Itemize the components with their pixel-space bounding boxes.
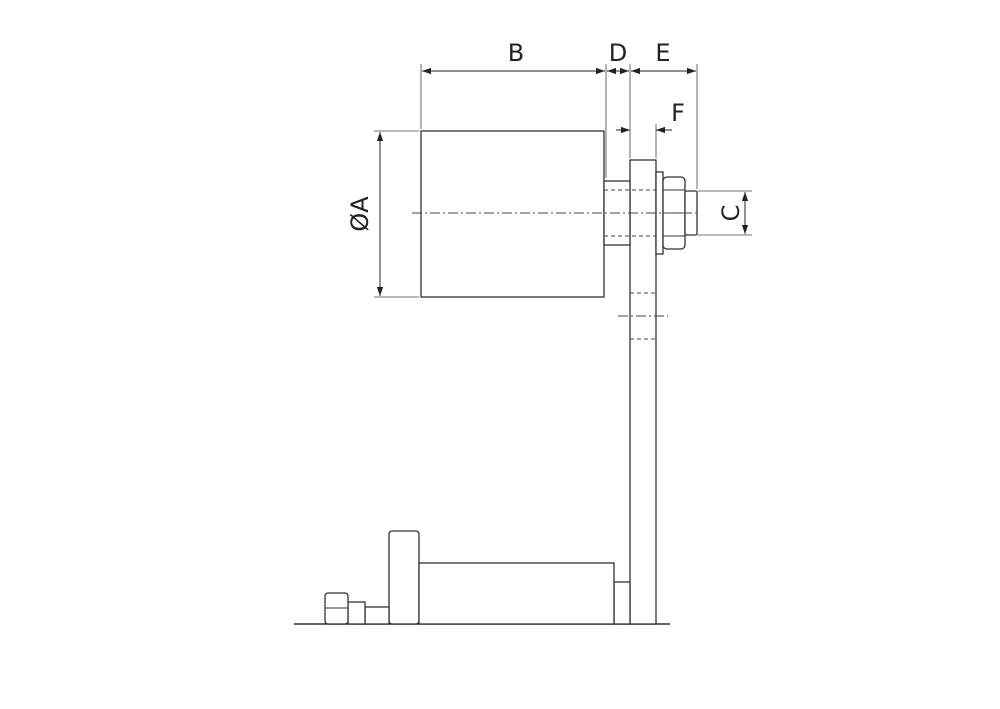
plate-foot <box>613 581 631 625</box>
dimension-label-b: B <box>508 39 524 67</box>
dimension-label-c: C <box>717 205 745 222</box>
mounting-plate <box>629 159 657 625</box>
dimension-label-e: E <box>655 39 670 67</box>
base-bar <box>418 562 615 625</box>
base-clamp-block <box>388 530 420 625</box>
adjusting-bolt-shank <box>364 606 390 625</box>
dimension-label-d: D <box>609 39 627 67</box>
roller-body <box>420 130 605 298</box>
dimension-label-f: F <box>671 99 685 127</box>
dimension-label-a: ØA <box>346 196 374 232</box>
adjusting-bolt-nut <box>347 601 366 625</box>
